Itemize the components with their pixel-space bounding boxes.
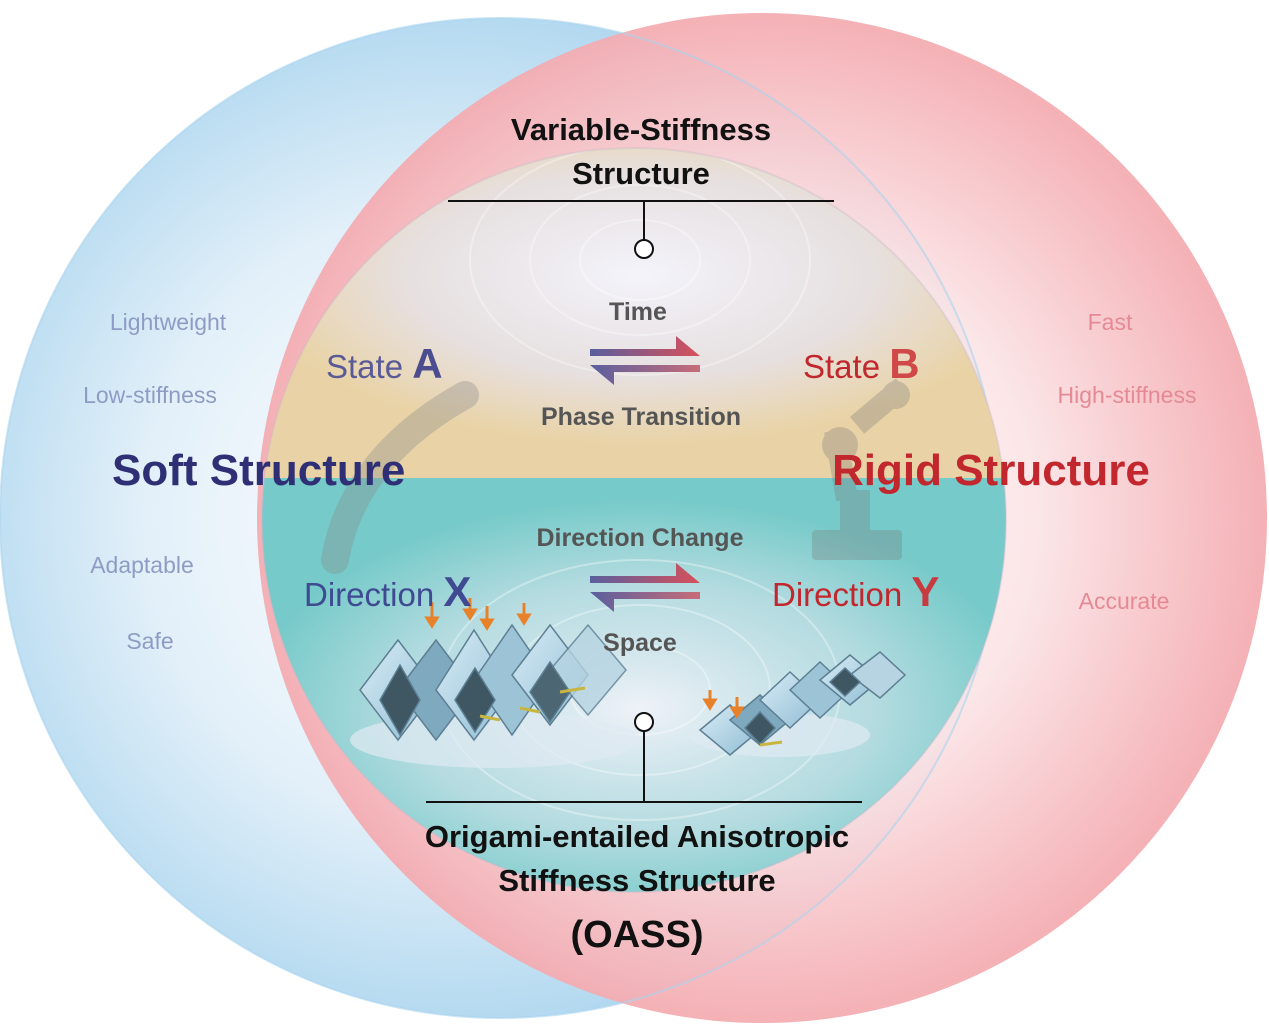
top-connector-node [634, 239, 654, 259]
rigid-structure-title: Rigid Structure [832, 446, 1150, 495]
soft-property-lightweight: Lightweight [109, 309, 227, 335]
state-b-prefix: State [803, 348, 890, 385]
state-a-prefix: State [326, 348, 413, 385]
soft-property-low-stiffness: Low-stiffness [83, 382, 217, 408]
variable-title-line1: Variable-Stiffness [510, 112, 772, 147]
direction-y-prefix: Direction [772, 576, 912, 613]
origami-structure-y [690, 651, 907, 757]
direction-x-letter: X [443, 568, 472, 615]
variable-stiffness-title: Variable-Stiffness Structure [511, 108, 771, 196]
direction-y-label: Direction Y [772, 568, 939, 616]
rigid-property-fast: Fast [1087, 309, 1133, 335]
rigid-property-accurate: Accurate [1078, 588, 1170, 614]
soft-property-adaptable: Adaptable [90, 552, 194, 578]
oass-title-line1: Origami-entailed Anisotropic [424, 819, 850, 854]
direction-space-equilibrium-arrows [590, 563, 700, 612]
soft-property-safe: Safe [126, 628, 174, 654]
direction-y-letter: Y [911, 568, 940, 615]
soft-structure-title: Soft Structure [112, 446, 406, 495]
bottom-connector-node [634, 712, 654, 732]
oass-abbreviation: (OASS) [570, 914, 704, 956]
rigid-property-high-stiffness: High-stiffness [1057, 382, 1197, 408]
time-phase-equilibrium-arrows [590, 336, 700, 385]
soft-arm-silhouette [321, 381, 479, 574]
state-a-letter: A [412, 340, 443, 387]
oass-title-line2: Stiffness Structure [498, 863, 776, 898]
time-label: Time [609, 298, 667, 326]
state-a-label: State A [326, 340, 443, 388]
oass-title: Origami-entailed Anisotropic Stiffness S… [425, 815, 849, 903]
variable-title-line2: Structure [572, 156, 710, 191]
phase-transition-label: Phase Transition [540, 403, 742, 431]
space-label: Space [603, 629, 677, 657]
direction-change-label: Direction Change [536, 524, 744, 552]
direction-x-prefix: Direction [304, 576, 444, 613]
origami-structure-x [350, 598, 640, 768]
state-b-letter: B [889, 340, 920, 387]
state-b-label: State B [803, 340, 920, 388]
robot-arm-silhouette [812, 378, 911, 560]
direction-x-label: Direction X [304, 568, 471, 616]
